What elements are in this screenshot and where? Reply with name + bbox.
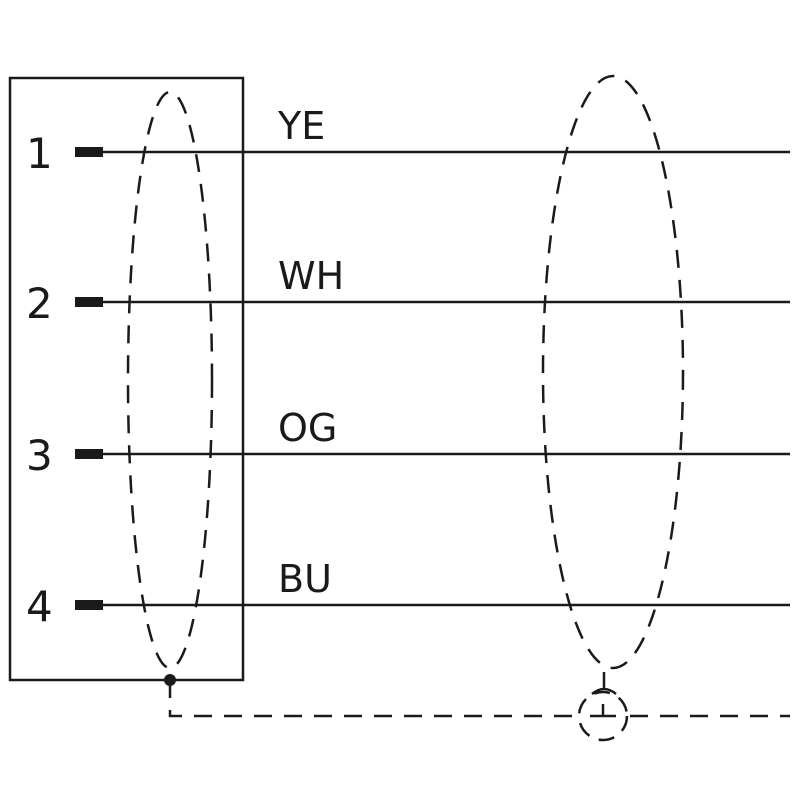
pin-2: 2 WH (26, 254, 790, 328)
ground-icon (577, 672, 629, 742)
pin-1: 1 YE (26, 104, 790, 178)
pin-4: 4 BU (26, 557, 790, 631)
pin-contact (75, 297, 103, 307)
wire-color-label: YE (277, 104, 325, 148)
pin-number: 1 (26, 129, 53, 178)
connector-shield (126, 90, 214, 670)
pin-contact (75, 147, 103, 157)
pin-3: 3 OG (26, 406, 790, 480)
pin-number: 2 (26, 279, 53, 328)
connector-housing (8, 76, 245, 682)
shield-drain-line (168, 680, 575, 718)
pin-number: 3 (26, 431, 53, 480)
pin-number: 4 (26, 582, 53, 631)
cable-shield (541, 74, 685, 670)
wire-color-label: WH (278, 254, 344, 298)
wire-color-label: OG (278, 406, 337, 450)
wire-color-label: BU (278, 557, 332, 601)
pin-contact (75, 600, 103, 610)
pin-contact (75, 449, 103, 459)
